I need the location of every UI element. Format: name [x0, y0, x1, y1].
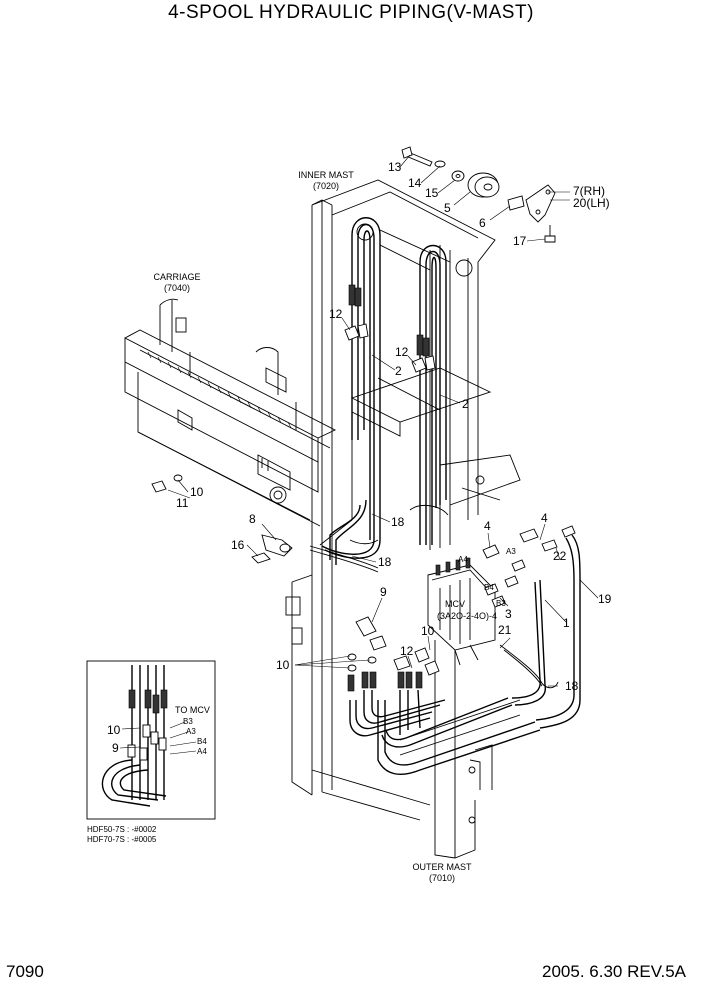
inset-callout-10: 10 [107, 723, 121, 737]
mcv-code: (3A2O-2-4O)-4 [437, 611, 497, 621]
carriage-drawing [124, 298, 337, 527]
inset-port-a4: A4 [197, 747, 207, 756]
inset-model-2: HDF70-7S : -#0005 [87, 835, 157, 844]
callout-4-a: 4 [484, 519, 491, 533]
inset-model-1: HDF50-7S : -#0002 [87, 825, 157, 834]
carriage-label: CARRIAGE [153, 272, 200, 282]
port-a4: A4 [458, 555, 468, 564]
component-labels: INNER MAST (7020) CARRIAGE (7040) OUTER … [153, 170, 516, 883]
callout-18-a: 18 [391, 515, 405, 529]
callout-20-lh: 20(LH) [573, 196, 610, 210]
port-b3: B3 [496, 599, 506, 608]
callout-3: 3 [505, 607, 512, 621]
callout-8: 8 [249, 512, 256, 526]
callout-10-b: 10 [421, 624, 435, 638]
inset-callout-9: 9 [112, 741, 119, 755]
callout-1: 1 [563, 616, 570, 630]
callout-16: 16 [231, 538, 245, 552]
callout-2-a: 2 [395, 364, 402, 378]
carriage-code: (7040) [164, 283, 190, 293]
outer-mast-code: (7010) [429, 873, 455, 883]
outer-mast-drawing [285, 574, 521, 859]
callouts: 13 14 15 5 6 7(RH) 20(LH) 17 12 12 2 2 1… [176, 160, 612, 693]
carriage-small-parts [151, 474, 293, 564]
page-number: 7090 [6, 962, 44, 981]
sheave-parts [401, 146, 556, 243]
callout-13: 13 [388, 160, 402, 174]
revision-date: 2005. 6.30 REV.5A [542, 962, 686, 981]
inset-frame [86, 660, 216, 820]
inset-to-mcv: TO MCV [175, 705, 210, 715]
callout-7-rh: 7(RH) [573, 184, 605, 198]
callout-15: 15 [425, 186, 439, 200]
callout-12-a: 12 [329, 307, 343, 321]
inset-detail: TO MCV B3 A3 B4 A4 10 9 HDF50-7S : -#000… [86, 660, 216, 844]
callout-6: 6 [479, 216, 486, 230]
inset-port-b3: B3 [183, 717, 193, 726]
callout-18-c: 18 [565, 679, 579, 693]
hoses-outer-mast [347, 534, 581, 776]
mcv-valve [427, 525, 576, 666]
callout-17: 17 [513, 234, 527, 248]
callout-2-b: 2 [462, 397, 469, 411]
callout-11: 11 [176, 496, 189, 510]
port-b4: B4 [484, 583, 494, 592]
mcv-label: MCV [445, 599, 465, 609]
hoses-inner-mast [309, 217, 449, 573]
callout-9: 9 [380, 585, 387, 599]
inner-mast-drawing [311, 179, 521, 795]
callout-4-b: 4 [541, 511, 548, 525]
inset-port-b4: B4 [197, 737, 207, 746]
port-a3: A3 [506, 547, 516, 556]
callout-5: 5 [444, 201, 451, 215]
inner-mast-code: (7020) [313, 181, 339, 191]
callout-22: 22 [553, 549, 567, 563]
leader-lines [167, 154, 599, 687]
callout-19: 19 [598, 592, 612, 606]
callout-10-c: 10 [276, 658, 290, 672]
page-title: 4-SPOOL HYDRAULIC PIPING(V-MAST) [168, 2, 534, 23]
outer-mast-label: OUTER MAST [412, 862, 472, 872]
callout-12-c: 12 [400, 644, 414, 658]
inner-mast-label: INNER MAST [298, 170, 354, 180]
callout-18-b: 18 [378, 555, 392, 569]
callout-12-b: 12 [395, 345, 409, 359]
callout-21: 21 [498, 623, 512, 637]
callout-10-a: 10 [190, 485, 204, 499]
inset-port-a3: A3 [186, 727, 196, 736]
callout-14: 14 [408, 176, 422, 190]
